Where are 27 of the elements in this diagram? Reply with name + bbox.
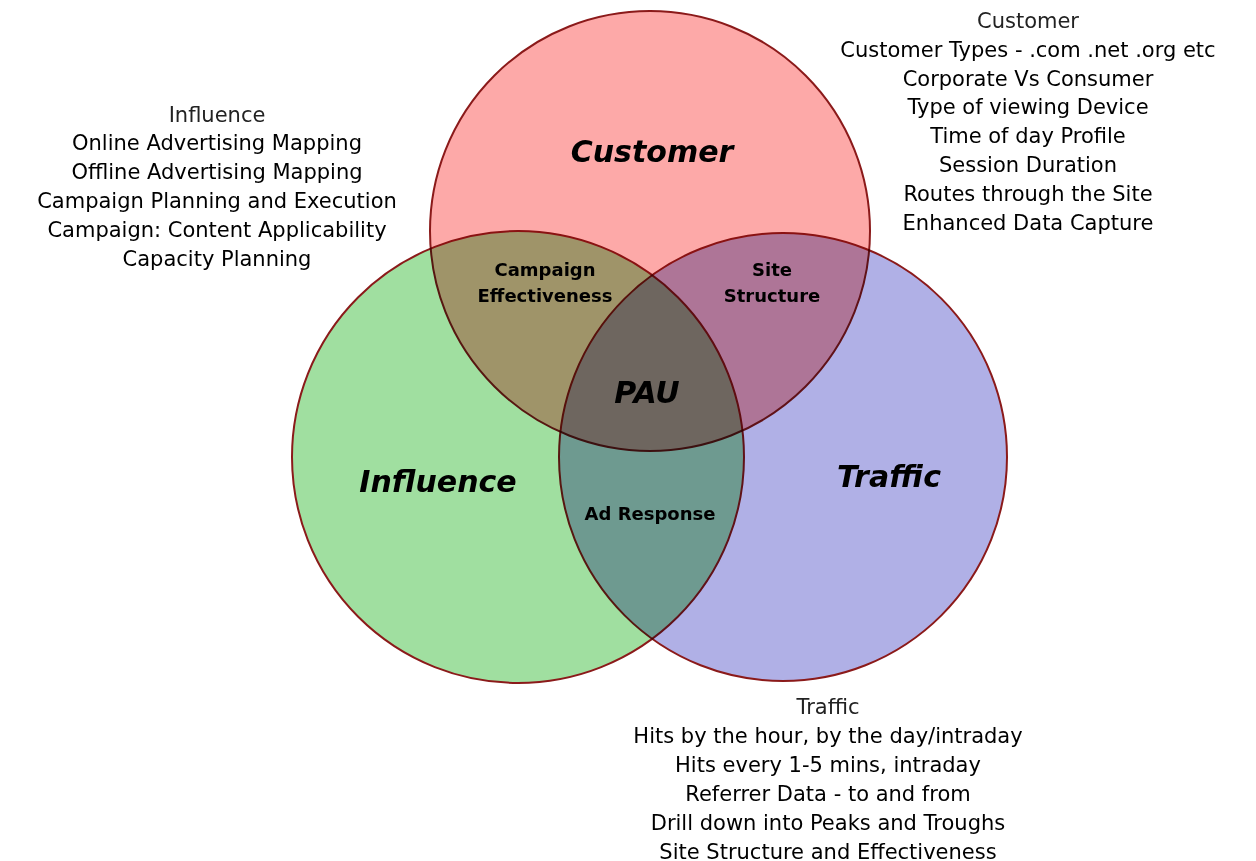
circle-label: Influence [359,464,517,500]
list-text: Campaign: Content Applicability [47,217,387,244]
list-text: Time of day Profile [930,123,1126,150]
overlap-label: PAU [614,375,680,411]
heading-text: Customer [977,8,1079,35]
list-text: Campaign Planning and Execution [37,188,397,215]
list-text: Corporate Vs Consumer [902,66,1154,93]
overlap-label: Ad Response [584,502,716,526]
list-text: Session Duration [939,152,1117,179]
list-text: Customer Types - .com .net .org etc [840,37,1216,64]
heading-text: Influence [168,102,266,129]
list-text: Type of viewing Device [907,94,1149,121]
heading-text: Traffic [796,694,860,721]
circle-label: Customer [570,134,734,170]
list-text: Hits by the hour, by the day/intraday [633,723,1023,750]
circle-label: Traffic [836,459,942,495]
overlap-label: Campaign Effectiveness [476,258,614,308]
list-text: Site Structure and Effectiveness [659,839,997,861]
list-text: Enhanced Data Capture [902,210,1154,237]
list-text: Drill down into Peaks and Troughs [650,810,1006,837]
list-text: Online Advertising Mapping [72,130,362,157]
list-text: Hits every 1-5 mins, intraday [675,752,981,779]
list-text: Offline Advertising Mapping [71,159,363,186]
list-text: Routes through the Site [903,181,1153,208]
overlap-label: Site Structure [722,258,822,308]
list-text: Referrer Data - to and from [685,781,971,808]
list-text: Capacity Planning [122,246,312,273]
